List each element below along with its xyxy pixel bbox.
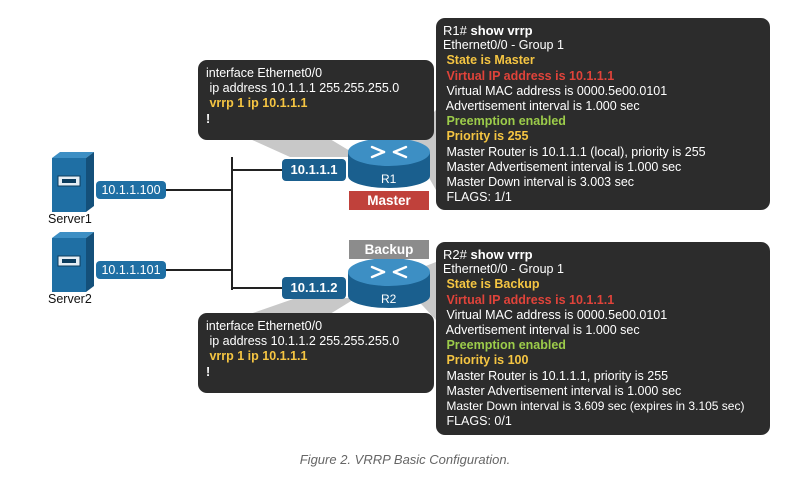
- server1-icon: [52, 152, 94, 212]
- r1-config-terminal: interface Ethernet0/0 ip address 10.1.1.…: [198, 60, 434, 140]
- r2-name: R2: [381, 292, 397, 306]
- preemption-line: Preemption enabled: [443, 338, 566, 353]
- output-line: Advertisement interval is 1.000 sec: [443, 323, 640, 338]
- preemption-line: Preemption enabled: [443, 114, 566, 129]
- output-line: Virtual MAC address is 0000.5e00.0101: [443, 307, 668, 322]
- output-line: Master Advertisement interval is 1.000 s…: [443, 159, 682, 174]
- output-line: FLAGS: 0/1: [443, 414, 512, 429]
- output-line: Master Down interval is 3.609 sec (expir…: [443, 399, 745, 414]
- r2-interface-ip: 10.1.1.2: [290, 280, 338, 295]
- config-line: !: [206, 111, 211, 126]
- output-line: Master Down interval is 3.003 sec: [443, 175, 635, 190]
- priority-line: Priority is 255: [443, 129, 529, 144]
- r1-interface-bg: [282, 159, 346, 181]
- r1-interface-ip: 10.1.1.1: [290, 162, 338, 177]
- r2-show-vrrp-terminal: R2# show vrrp Ethernet0/0 - Group 1 Stat…: [436, 242, 770, 435]
- output-line: Master Router is 10.1.1.1, priority is 2…: [443, 368, 669, 383]
- config-line: interface Ethernet0/0: [206, 66, 323, 80]
- output-line: FLAGS: 1/1: [443, 190, 512, 205]
- r2-interface-bg: [282, 277, 346, 299]
- r1-config-callout: [250, 139, 360, 157]
- output-line: Ethernet0/0 - Group 1: [443, 262, 564, 277]
- virtual-ip-line: Virtual IP address is 10.1.1.1: [443, 292, 615, 307]
- server2-icon: [52, 232, 94, 292]
- config-line-vrrp: vrrp 1 ip 10.1.1.1: [206, 349, 308, 364]
- config-line: ip address 10.1.1.1 255.255.255.0: [206, 81, 400, 96]
- priority-line: Priority is 100: [443, 353, 529, 368]
- output-line: Advertisement interval is 1.000 sec: [443, 99, 640, 114]
- master-role-badge: Master: [349, 191, 429, 210]
- virtual-ip-line: Virtual IP address is 10.1.1.1: [443, 68, 615, 83]
- r1-name: R1: [381, 172, 397, 186]
- output-line: Ethernet0/0 - Group 1: [443, 38, 564, 53]
- server2-name: Server2: [48, 292, 92, 306]
- command-line: R1# show vrrp: [443, 23, 533, 38]
- server1-name: Server1: [48, 212, 92, 226]
- state-line: State is Master: [443, 53, 535, 68]
- output-line: Master Advertisement interval is 1.000 s…: [443, 383, 682, 398]
- network-links: [163, 157, 284, 290]
- figure-caption: Figure 2. VRRP Basic Configuration.: [299, 452, 511, 467]
- server2-ip: 10.1.1.101: [96, 261, 166, 279]
- r1-show-vrrp-terminal: R1# show vrrp Ethernet0/0 - Group 1 Stat…: [436, 18, 770, 210]
- config-line: interface Ethernet0/0: [206, 319, 323, 333]
- config-line: ip address 10.1.1.2 255.255.255.0: [206, 334, 400, 349]
- r2-config-terminal: interface Ethernet0/0 ip address 10.1.1.…: [198, 313, 434, 393]
- output-line: Master Router is 10.1.1.1 (local), prior…: [443, 144, 706, 159]
- state-line: State is Backup: [443, 277, 540, 292]
- server1-ip: 10.1.1.100: [96, 181, 166, 199]
- r2-config-callout: [250, 298, 356, 314]
- config-line: !: [206, 364, 211, 379]
- output-line: Virtual MAC address is 0000.5e00.0101: [443, 83, 668, 98]
- router-r1-icon: [348, 138, 430, 188]
- router-r2-icon: [348, 258, 430, 308]
- config-line-vrrp: vrrp 1 ip 10.1.1.1: [206, 96, 308, 111]
- backup-role-badge: Backup: [349, 240, 429, 259]
- command-line: R2# show vrrp: [443, 247, 533, 262]
